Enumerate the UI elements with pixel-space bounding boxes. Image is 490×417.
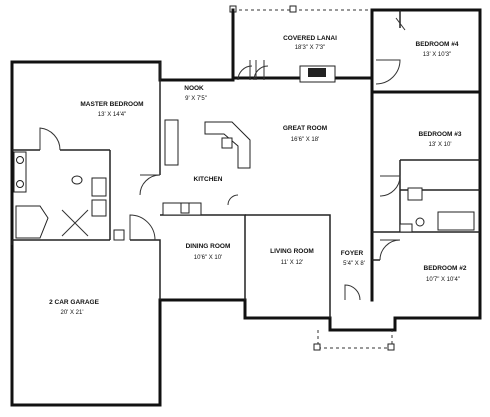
nook-dims: 9' X 7'5" — [185, 96, 207, 102]
dining-room-dims: 10'6" X 10' — [194, 255, 222, 261]
room-label-master-bedroom: MASTER BEDROOM 13' X 14'4" — [80, 101, 143, 118]
kitchen-name: KITCHEN — [194, 176, 223, 183]
room-label-bedroom-3: BEDROOM #3 13' X 10' — [419, 131, 462, 148]
bath-fixtures — [13, 151, 475, 241]
exterior-walls — [10, 8, 482, 407]
covered-lanai-name: COVERED LANAI — [283, 35, 337, 42]
front-porch — [313, 330, 395, 351]
bedroom-4-name: BEDROOM #4 — [416, 41, 459, 48]
dining-room-name: DINING ROOM — [186, 243, 231, 250]
room-label-great-room: GREAT ROOM 16'6" X 18' — [283, 125, 327, 143]
garage-name: 2 CAR GARAGE — [49, 299, 100, 306]
living-room-dims: 11' X 12' — [281, 260, 304, 266]
master-bedroom-name: MASTER BEDROOM — [80, 101, 143, 108]
interior-walls — [11, 10, 480, 318]
foyer-name: FOYER — [341, 250, 364, 257]
kitchen-counters — [162, 119, 251, 216]
great-room-name: GREAT ROOM — [283, 125, 327, 132]
nook-name: NOOK — [184, 85, 204, 92]
room-label-living-room: LIVING ROOM 11' X 12' — [270, 248, 314, 266]
room-label-bedroom-2: BEDROOM #2 10'7" X 10'4" — [424, 265, 467, 283]
room-label-bedroom-4: BEDROOM #4 13' X 10'3" — [416, 41, 459, 58]
room-label-foyer: FOYER 5'4" X 8' — [341, 250, 365, 267]
bedroom-4-dims: 13' X 10'3" — [423, 52, 451, 58]
foyer-dims: 5'4" X 8' — [343, 261, 365, 267]
bedroom-3-name: BEDROOM #3 — [419, 131, 462, 138]
room-label-covered-lanai: COVERED LANAI 18'3" X 7'3" — [283, 35, 337, 51]
bedroom-2-name: BEDROOM #2 — [424, 265, 467, 272]
door-swings — [39, 17, 406, 301]
great-room-dims: 16'6" X 18' — [291, 137, 319, 143]
master-bedroom-dims: 13' X 14'4" — [98, 112, 126, 118]
room-label-dining-room: DINING ROOM 10'6" X 10' — [186, 243, 231, 261]
fireplace — [299, 65, 336, 83]
living-room-name: LIVING ROOM — [270, 248, 314, 255]
covered-lanai-outline — [229, 5, 375, 80]
room-label-nook: NOOK 9' X 7'5" — [184, 85, 207, 102]
bedroom-3-dims: 13' X 10' — [429, 142, 452, 148]
room-label-kitchen: KITCHEN — [194, 176, 223, 183]
bedroom-2-dims: 10'7" X 10'4" — [426, 277, 460, 283]
covered-lanai-dims: 18'3" X 7'3" — [295, 45, 326, 51]
room-label-garage: 2 CAR GARAGE 20' X 21' — [49, 299, 100, 316]
garage-dims: 20' X 21' — [61, 310, 84, 316]
